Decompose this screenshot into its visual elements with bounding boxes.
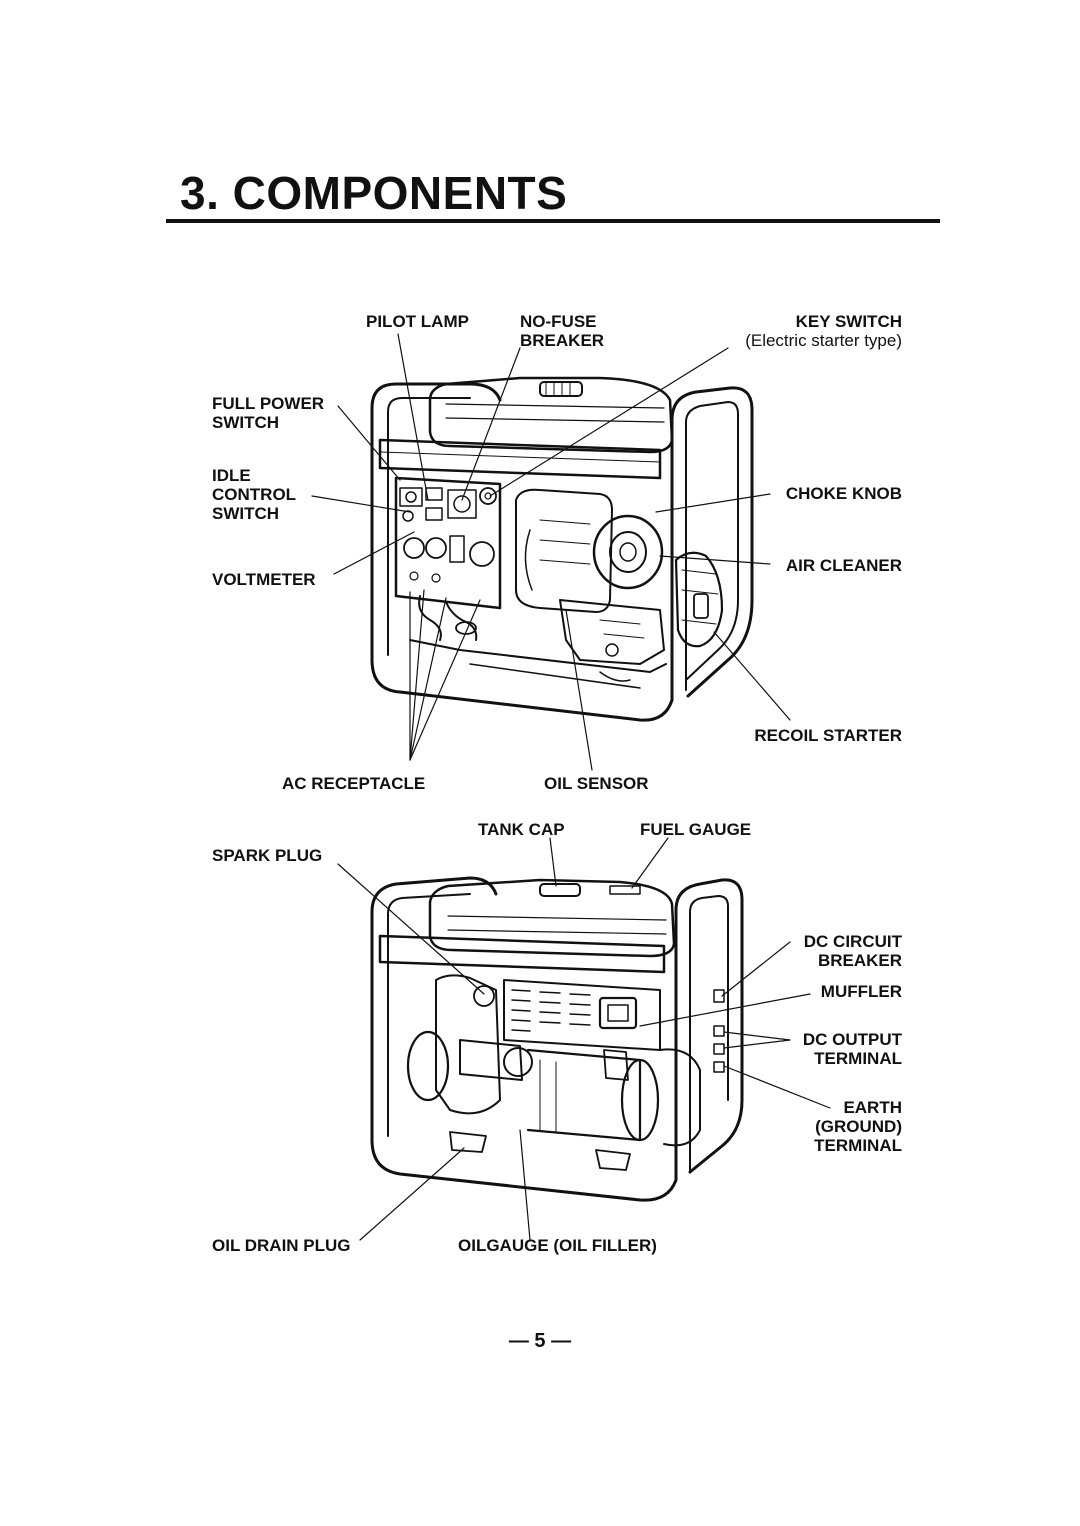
label-oilgauge-oil-filler: OILGAUGE (OIL FILLER) [458, 1236, 657, 1255]
generator-rear-drawing [337, 837, 831, 1241]
label-earth-line3: TERMINAL [814, 1136, 902, 1155]
label-earth-ground-terminal: EARTH (GROUND) TERMINAL [814, 1098, 902, 1155]
label-choke-knob: CHOKE KNOB [785, 484, 902, 503]
label-no-fuse-line2: BREAKER [520, 331, 605, 350]
label-muffler: MUFFLER [820, 982, 902, 1001]
label-no-fuse-breaker: NO-FUSE BREAKER [520, 312, 604, 350]
label-fuel-gauge: FUEL GAUGE [640, 820, 752, 839]
label-idle-control-switch: IDLE CONTROL SWITCH [212, 466, 296, 523]
label-dc-circuit-breaker: DC CIRCUIT BREAKER [804, 932, 902, 970]
label-idle-line3: SWITCH [212, 504, 280, 523]
label-key-switch: KEY SWITCH (Electric starter type) [745, 312, 902, 350]
label-full-power-line1: FULL POWER [212, 394, 325, 413]
label-pilot-lamp: PILOT LAMP [366, 312, 469, 331]
label-tank-cap: TANK CAP [478, 820, 565, 839]
label-earth-line2: (GROUND) [815, 1117, 902, 1136]
title-rule [166, 219, 940, 223]
label-dc-circuit-line1: DC CIRCUIT [803, 932, 902, 951]
label-oil-drain-plug: OIL DRAIN PLUG [212, 1236, 351, 1255]
label-key-switch-line1: KEY SWITCH [795, 312, 902, 331]
label-recoil-starter: RECOIL STARTER [754, 726, 902, 745]
label-spark-plug: SPARK PLUG [212, 846, 323, 865]
label-dc-output-line1: DC OUTPUT [802, 1030, 902, 1049]
label-earth-line1: EARTH [843, 1098, 902, 1117]
label-oil-sensor: OIL SENSOR [544, 774, 649, 793]
label-no-fuse-line1: NO-FUSE [520, 312, 597, 331]
label-dc-circuit-line2: BREAKER [817, 951, 902, 970]
page-number: — 5 — [508, 1330, 572, 1352]
label-voltmeter: VOLTMETER [212, 570, 316, 589]
label-air-cleaner: AIR CLEANER [785, 556, 902, 575]
label-full-power-switch: FULL POWER SWITCH [212, 394, 324, 432]
label-full-power-line2: SWITCH [212, 413, 280, 432]
label-dc-output-line2: TERMINAL [814, 1049, 902, 1068]
page-title: 3. COMPONENTS [180, 167, 568, 219]
generator-front-drawing [311, 333, 791, 771]
label-ac-receptacle: AC RECEPTACLE [282, 774, 426, 793]
label-idle-line2: CONTROL [212, 485, 297, 504]
label-idle-line1: IDLE [212, 466, 251, 485]
label-dc-output-terminal: DC OUTPUT TERMINAL [803, 1030, 902, 1068]
label-key-switch-note: (Electric starter type) [745, 331, 902, 350]
